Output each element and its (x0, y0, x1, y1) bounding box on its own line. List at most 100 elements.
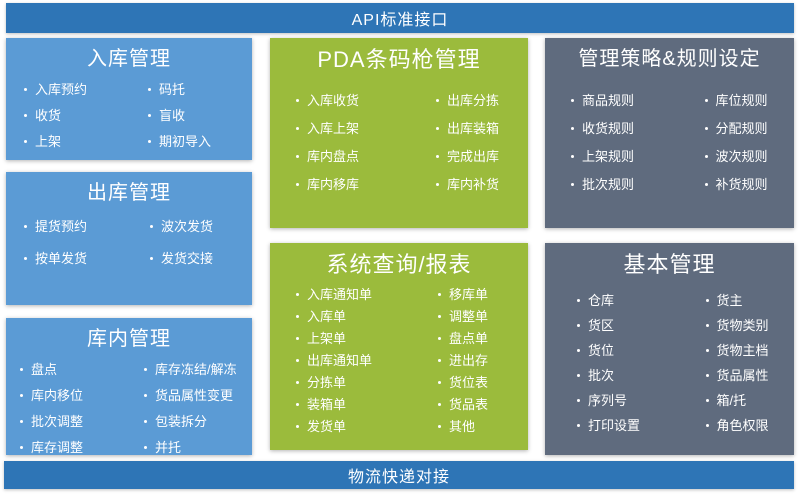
list-item[interactable]: 库存冻结/解冻 (144, 356, 237, 382)
list-item[interactable]: 库位规则 (704, 86, 768, 114)
bullet-icon (144, 393, 147, 397)
bullet-icon (436, 127, 439, 131)
bullet-icon (296, 155, 299, 159)
bullet-icon (296, 315, 299, 319)
list-item[interactable]: 入库通知单 (296, 284, 372, 306)
card-management-strategy-rules[interactable]: 管理策略&规则设定 商品规则收货规则上架规则批次规则库位规则分配规则波次规则补货… (545, 38, 794, 228)
list-item-label: 批次 (588, 367, 615, 383)
list-item[interactable]: 上架 (24, 128, 61, 154)
list-item[interactable]: 货区 (577, 313, 614, 338)
list-item-label: 装箱单 (307, 397, 347, 413)
list-item[interactable]: 期初导入 (148, 128, 211, 154)
list-item[interactable]: 调整单 (438, 306, 488, 328)
bullet-icon (150, 256, 153, 260)
bullet-icon (296, 381, 299, 385)
list-item[interactable]: 货位表 (438, 372, 488, 394)
list-item[interactable]: 发货交接 (150, 242, 213, 274)
list-item[interactable]: 货品属性变更 (144, 382, 233, 408)
list-item[interactable]: 出库通知单 (296, 350, 372, 372)
list-item-label: 货品属性变更 (155, 387, 234, 403)
list-item[interactable]: 盲收 (148, 102, 185, 128)
list-item[interactable]: 出库分拣 (436, 87, 499, 115)
list-item[interactable]: 上架规则 (571, 142, 634, 170)
list-item[interactable]: 货品表 (438, 394, 488, 416)
list-item[interactable]: 盘点 (20, 356, 57, 382)
list-item[interactable]: 批次 (577, 363, 614, 388)
list-item-label: 移库单 (449, 287, 489, 303)
list-item[interactable]: 其他 (438, 416, 475, 438)
list-item[interactable]: 货主 (705, 288, 743, 313)
list-item[interactable]: 序列号 (577, 388, 627, 413)
list-item[interactable]: 完成出库 (436, 143, 499, 171)
list-item[interactable]: 打印设置 (577, 413, 640, 438)
list-item[interactable]: 装箱单 (296, 394, 346, 416)
list-item[interactable]: 入库单 (296, 306, 346, 328)
list-item-label: 商品规则 (582, 92, 635, 108)
bullet-icon (436, 155, 439, 159)
list-item[interactable]: 批次规则 (571, 170, 634, 198)
list-item[interactable]: 补货规则 (704, 170, 768, 198)
list-item[interactable]: 包装拆分 (144, 408, 207, 434)
list-item[interactable]: 移库单 (438, 284, 488, 306)
list-item[interactable]: 库存调整 (20, 434, 83, 455)
list-item[interactable]: 码托 (148, 76, 185, 102)
card-inbound-management[interactable]: 入库管理 入库预约收货上架码托盲收期初导入 (6, 38, 252, 160)
list-item[interactable]: 货位 (577, 338, 614, 363)
bullet-icon (296, 293, 299, 297)
list-item-label: 出库装箱 (447, 121, 500, 137)
list-item[interactable]: 仓库 (577, 288, 614, 313)
list-item[interactable]: 库内移位 (20, 382, 83, 408)
list-item[interactable]: 按单发货 (24, 242, 87, 274)
card-outbound-management[interactable]: 出库管理 提货预约按单发货 波次发货发货交接 (6, 172, 252, 305)
list-item[interactable]: 库内盘点 (296, 143, 359, 171)
list-item[interactable]: 入库预约 (24, 76, 87, 102)
list-item-label: 分拣单 (307, 375, 347, 391)
bullet-icon (24, 256, 27, 260)
list-item[interactable]: 角色权限 (705, 413, 769, 438)
card-internal-management[interactable]: 库内管理 盘点库内移位批次调整库存调整库存冻结/解冻货品属性变更包装拆分并托 (6, 318, 252, 455)
list-item-label: 上架单 (307, 331, 347, 347)
list-item[interactable]: 出库装箱 (436, 115, 499, 143)
list-item-label: 批次规则 (582, 176, 635, 192)
list-item-label: 库位规则 (715, 92, 768, 108)
list-item[interactable]: 货物类别 (705, 313, 769, 338)
list-item[interactable]: 分拣单 (296, 372, 346, 394)
card-basic-management[interactable]: 基本管理 仓库货区货位批次序列号打印设置货主货物类别货物主档货品属性箱/托角色权… (545, 243, 794, 455)
list-item[interactable]: 提货预约 (24, 210, 87, 242)
list-item[interactable]: 盘点单 (438, 328, 488, 350)
list-item-label: 收货 (35, 107, 62, 123)
list-item-label: 打印设置 (588, 417, 641, 433)
list-item-label: 箱/托 (716, 392, 747, 408)
list-item[interactable]: 货物主档 (705, 338, 769, 363)
bullet-icon (705, 398, 709, 402)
list-item[interactable]: 进出存 (438, 350, 488, 372)
list-item[interactable]: 库内补货 (436, 171, 499, 199)
list-item-label: 库存调整 (31, 439, 84, 455)
list-item[interactable]: 商品规则 (571, 86, 634, 114)
list-item[interactable]: 并托 (144, 434, 181, 455)
card-pda-barcode-management[interactable]: PDA条码枪管理 入库收货入库上架库内盘点库内移库 出库分拣出库装箱完成出库库内补… (270, 38, 528, 228)
list-item[interactable]: 上架单 (296, 328, 346, 350)
list-item[interactable]: 收货 (24, 102, 61, 128)
bullet-icon (144, 419, 147, 423)
bullet-icon (144, 445, 147, 449)
card-title: PDA条码枪管理 (317, 47, 481, 72)
bullet-icon (571, 126, 574, 130)
list-item[interactable]: 波次规则 (704, 142, 768, 170)
bullet-icon (438, 359, 441, 363)
card-system-query-reports[interactable]: 系统查询/报表 入库通知单入库单上架单出库通知单分拣单装箱单发货单移库单调整单盘… (270, 243, 528, 450)
card-item-list: 入库通知单入库单上架单出库通知单分拣单装箱单发货单 移库单调整单盘点单进出存货位表… (270, 284, 528, 438)
list-item[interactable]: 发货单 (296, 416, 346, 438)
list-item[interactable]: 入库收货 (296, 87, 359, 115)
list-item[interactable]: 批次调整 (20, 408, 83, 434)
list-item[interactable]: 波次发货 (150, 210, 213, 242)
card-title: 出库管理 (87, 182, 171, 204)
list-item-label: 分配规则 (715, 120, 768, 136)
list-item[interactable]: 入库上架 (296, 115, 359, 143)
list-item[interactable]: 货品属性 (705, 363, 769, 388)
list-item[interactable]: 分配规则 (704, 114, 768, 142)
bullet-icon (24, 224, 27, 228)
list-item[interactable]: 收货规则 (571, 114, 634, 142)
list-item[interactable]: 箱/托 (705, 388, 747, 413)
list-item[interactable]: 库内移库 (296, 171, 359, 199)
